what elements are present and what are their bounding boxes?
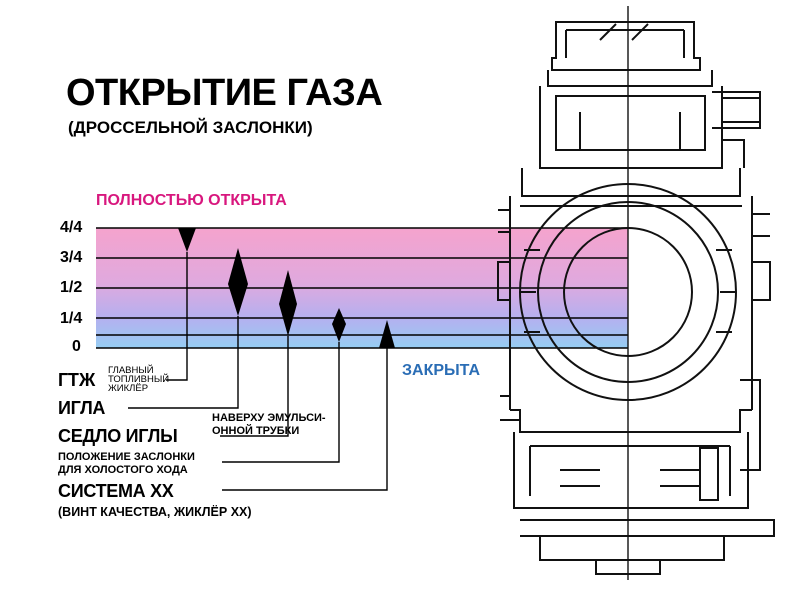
scale-tick-label: 4/4 (60, 219, 83, 236)
needle-label: ИГЛА (58, 398, 106, 418)
scale-tick-label: 1/2 (60, 279, 83, 296)
scale-tick-label: 3/4 (60, 249, 83, 266)
main-jet-leader (166, 252, 188, 381)
carburetor-drawing (497, 21, 775, 575)
main-jet-label: ГТЖ (58, 370, 96, 390)
slide-cutaway-marker (332, 308, 346, 342)
page-subtitle: (ДРОССЕЛЬНОЙ ЗАСЛОНКИ) (68, 118, 313, 137)
needle-leader (128, 316, 239, 409)
slide-cutaway-note-line: ПОЛОЖЕНИЕ ЗАСЛОНКИ (58, 451, 195, 463)
page-title: ОТКРЫТИЕ ГАЗА (66, 72, 383, 114)
needle-marker (228, 248, 248, 316)
state-open-label: ПОЛНОСТЬЮ ОТКРЫТА (96, 192, 287, 209)
needle-jet-label: СЕДЛО ИГЛЫ (58, 426, 178, 446)
scale-tick-label: 1/4 (60, 310, 83, 327)
slide-cutaway-note-line: ДЛЯ ХОЛОСТОГО ХОДА (58, 464, 188, 476)
idle-system-note: (ВИНТ КАЧЕСТВА, ЖИКЛЁР ХХ) (58, 505, 252, 519)
needle-jet-marker (279, 270, 297, 336)
idle-system-leader (222, 348, 388, 491)
state-closed-label: ЗАКРЫТА (402, 362, 480, 379)
leader-lines (128, 252, 388, 491)
main-jet-note-line: ТОПЛИВНЫЙ (108, 374, 170, 385)
main-jet-note-line: ГЛАВНЫЙ (108, 365, 154, 376)
needle-jet-note-line: НАВЕРХУ ЭМУЛЬСИ- (212, 412, 326, 424)
main-jet-note-line: ЖИКЛЁР (108, 383, 149, 394)
idle-system-marker (379, 320, 395, 348)
component-markers (178, 228, 395, 348)
needle-jet-leader (220, 336, 289, 437)
needle-jet-note-line: ОННОЙ ТРУБКИ (212, 425, 300, 437)
scale-tick-label: 0 (72, 338, 81, 355)
idle-system-label: СИСТЕМА ХХ (58, 481, 174, 501)
main-jet-marker (178, 228, 196, 252)
slide-cutaway-leader (222, 342, 340, 463)
